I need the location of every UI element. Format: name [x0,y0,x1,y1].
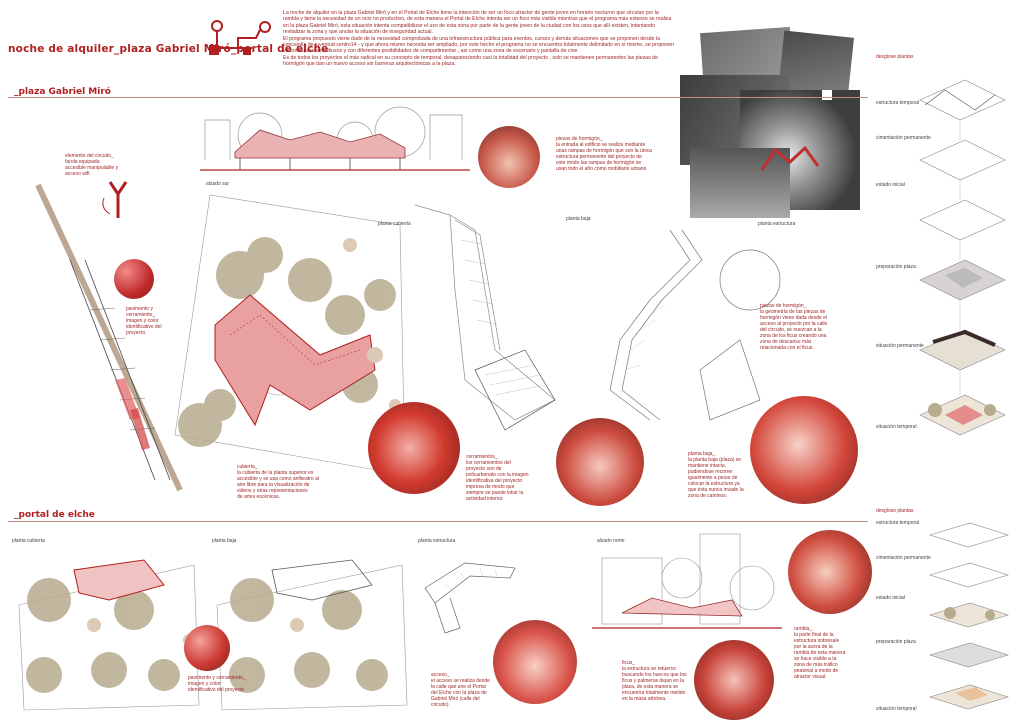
label-planta-cubierta: planta cubierta [378,221,411,227]
note-piezas-hormigon-2: piezas de hormigón_la geometría de las p… [760,303,828,351]
label-planta-baja: planta baja [566,216,591,222]
render-circle-acceso [493,620,577,704]
logo-bench-icon [209,20,271,55]
label-bottom-planta-cubierta: planta cubierta [12,538,45,544]
render-circle-planta-baja [750,396,858,504]
north-elevation [592,533,782,629]
pavement-sample-circle-2 [184,625,230,671]
section-title-plaza: _plaza Gabriel Miró [14,87,111,97]
section-title-portal: _portal de elche [14,510,95,520]
roof-plan-portal [18,559,200,711]
render-circle-ficus [694,640,774,720]
exploded-axonometric-portal [928,522,1010,710]
label-alzado-norte: alzado norte [597,538,625,544]
intro-text: La noche de alquiler en la plaza Gabriel… [283,10,675,68]
label-bottom-planta-baja: planta baja [212,538,237,544]
structure-plan-plaza [609,229,781,421]
south-elevation [200,106,470,171]
label-bottom-planta-estructura: planta estructura [418,538,456,544]
render-circle-cerramientos [556,418,644,506]
label-planta-estructura: planta estructura [758,221,796,227]
note-piezas-hormigon: piezas de hormigón_la entrada al edifici… [556,136,652,172]
render-circle-piezas [478,126,540,188]
label-desglose-bottom: desglose plantas [876,508,914,514]
note-cubierta: cubierta_la cubierta de la planta superi… [237,464,319,500]
pavement-sample-circle [114,259,154,299]
page-title: noche de alquiler_plaza Gabriel Miró_por… [8,43,329,55]
night-render-montage [680,26,860,220]
render-circle-cubierta [368,402,460,494]
label-desglose-top: desglose plantas [876,54,914,60]
ground-plan-portal [216,559,408,711]
structure-plan-portal [424,562,516,634]
longitudinal-section [35,183,183,492]
circuit-element-icon [102,181,128,218]
render-circle-rambla [788,530,872,614]
ground-plan-plaza [414,204,556,431]
roof-plan-plaza [174,194,406,476]
exploded-axonometric-plaza [919,79,1006,436]
label-alzado-sur: alzado sur [206,181,230,187]
